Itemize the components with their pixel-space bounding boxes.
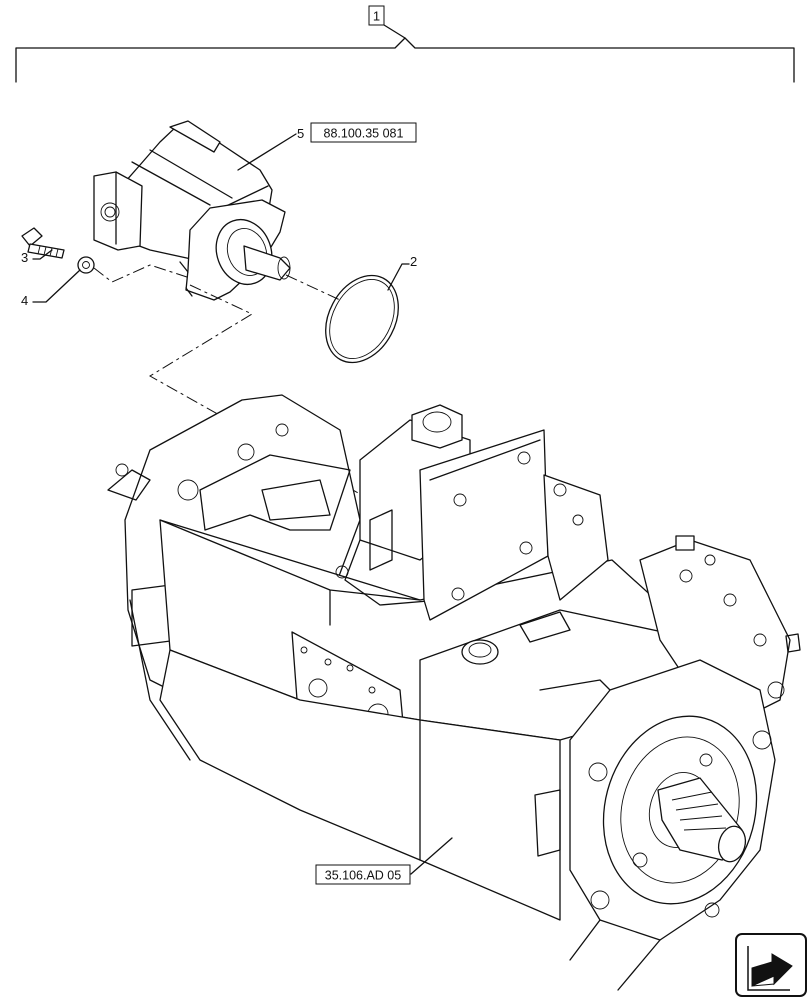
gear-pump [93,120,291,301]
screw [21,227,65,259]
o-ring [325,274,399,364]
assembly-bracket [15,24,795,83]
main-pump-reference-box[interactable] [315,864,411,885]
callout-1-box [368,5,385,26]
item-5-reference[interactable]: 88.100.35 081 [324,127,404,141]
item-5-label: 5 [297,126,304,141]
main-pump-reference[interactable]: 35.106.AD 05 [325,869,401,883]
item-4-label: 4 [21,293,28,308]
callout-1-label: 1 [373,9,380,24]
next-page-arrow-icon[interactable] [735,933,807,997]
washer [77,256,95,274]
item-5-reference-box[interactable] [310,122,417,143]
item-2-label: 2 [410,254,417,269]
main-pump-assembly [107,394,801,991]
main-pump-leader [410,837,453,875]
item-3-label: 3 [21,250,28,265]
